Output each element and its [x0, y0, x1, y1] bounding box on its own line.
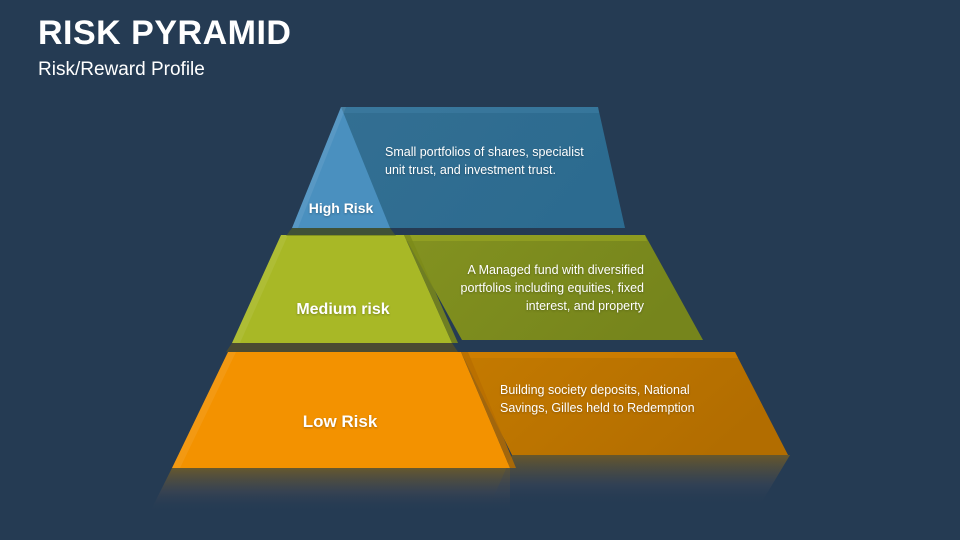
medium-risk-front-left-bevel — [232, 235, 288, 343]
medium-risk-tier-label: Medium risk — [296, 301, 390, 318]
low-risk-front-shadow — [150, 468, 510, 512]
high-risk-base-shade — [286, 228, 396, 236]
low-risk-front-left-bevel — [172, 352, 236, 468]
high-risk-side-panel-topbevel — [341, 107, 599, 113]
high-risk-tier-label: High Risk — [308, 200, 374, 216]
medium-risk-front-face[interactable] — [232, 235, 452, 343]
medium-risk-base-shade — [226, 343, 458, 352]
low-risk-side-shadow — [490, 455, 790, 505]
medium-risk-side-panel-topbevel — [404, 235, 647, 241]
low-risk-front-face[interactable] — [172, 352, 510, 468]
low-risk-right-bevel — [461, 352, 516, 468]
medium-risk-side-panel[interactable] — [404, 235, 703, 340]
high-risk-description: Small portfolios of shares, specialist u… — [385, 145, 584, 177]
medium-risk-description: A Managed fund with diversified portfoli… — [460, 263, 644, 313]
low-risk-side-panel-topbevel — [461, 352, 738, 358]
low-risk-tier-label: Low Risk — [302, 412, 378, 431]
high-risk-side-panel[interactable] — [341, 107, 625, 228]
low-risk-description: Building society deposits, National Savi… — [500, 383, 695, 415]
medium-risk-right-bevel — [404, 235, 458, 343]
high-risk-front-face[interactable] — [292, 107, 390, 228]
high-risk-front-left-bevel — [292, 107, 346, 228]
low-risk-side-panel[interactable] — [461, 352, 788, 455]
page-subtitle: Risk/Reward Profile — [38, 59, 205, 81]
slide-header: RISK PYRAMID Risk/Reward Profile — [38, 14, 638, 82]
page-title: RISK PYRAMID — [38, 14, 292, 52]
